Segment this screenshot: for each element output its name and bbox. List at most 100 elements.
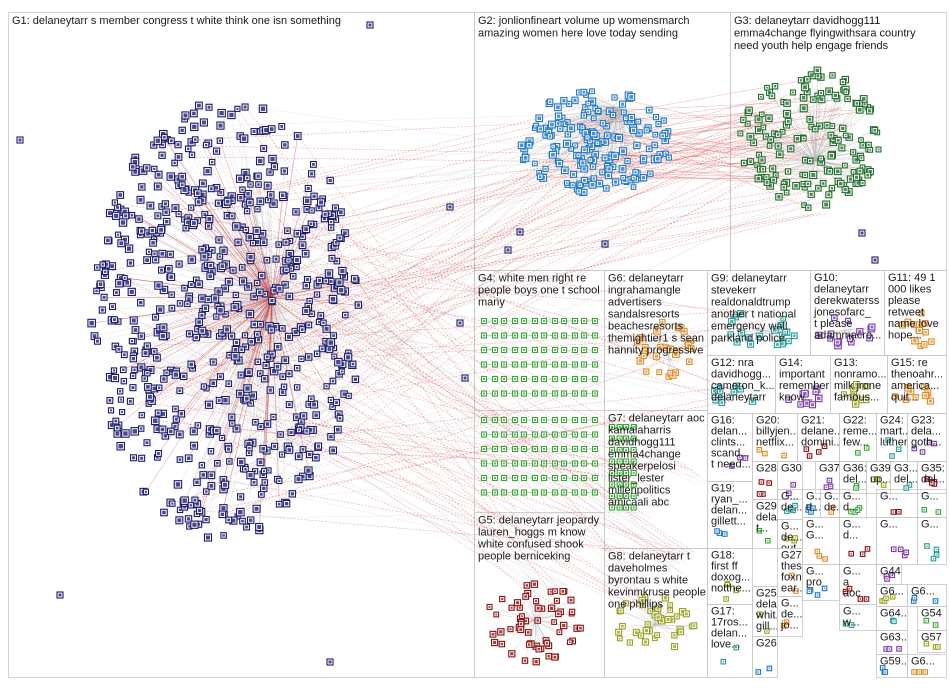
node-fill — [180, 183, 184, 187]
node-fill — [280, 390, 285, 394]
node-fill — [494, 491, 496, 494]
group-label-line: daveholmes — [608, 563, 668, 575]
edge — [271, 287, 336, 299]
node-fill — [519, 622, 523, 626]
group-label-g23: G23:dela...goth... — [911, 415, 942, 449]
node-fill — [792, 484, 794, 486]
node-fill — [265, 422, 270, 426]
edge-inter — [650, 173, 767, 178]
node-fill — [503, 320, 505, 322]
node-fill — [887, 439, 889, 441]
node-fill — [333, 355, 336, 358]
node-fill — [872, 478, 875, 481]
group-label-line: G37 — [819, 463, 840, 475]
node-fill — [921, 451, 924, 453]
edge-inter — [231, 114, 652, 506]
node-fill — [632, 437, 635, 440]
node-fill — [573, 98, 577, 102]
node-fill — [139, 229, 144, 233]
node-fill — [848, 337, 852, 340]
edge-inter — [112, 306, 670, 610]
node-fill — [132, 159, 138, 165]
node-fill — [112, 369, 116, 372]
node-fill — [831, 125, 834, 128]
node-fill — [543, 433, 545, 436]
node-fill — [649, 610, 651, 612]
group-label-line: G6: delaneytarr — [608, 273, 684, 285]
edge-inter — [198, 105, 671, 635]
edge-inter — [199, 321, 681, 565]
node-fill — [625, 120, 629, 123]
node-fill — [852, 387, 856, 391]
node-fill — [858, 330, 862, 334]
edge — [591, 91, 619, 109]
node-fill — [523, 659, 527, 662]
node-fill — [189, 362, 194, 367]
node-fill — [722, 660, 725, 663]
node-fill — [119, 398, 122, 401]
edge-inter — [305, 253, 648, 407]
node-fill — [209, 187, 213, 191]
node-fill — [138, 233, 142, 237]
node-fill — [587, 102, 589, 105]
edge-inter — [171, 136, 607, 278]
node-fill — [162, 510, 166, 515]
node-fill — [786, 119, 790, 123]
node-fill — [503, 477, 505, 479]
node-fill — [829, 337, 832, 340]
node-fill — [740, 331, 743, 335]
node-fill — [935, 554, 938, 556]
node-fill — [200, 198, 205, 203]
edge-inter — [348, 319, 770, 397]
node-fill — [746, 336, 749, 339]
node-fill — [920, 312, 923, 315]
node-fill — [310, 312, 313, 315]
edge-inter — [216, 168, 565, 188]
node-fill — [893, 395, 896, 397]
node-fill — [483, 419, 485, 421]
node-fill — [176, 155, 181, 159]
node-fill — [503, 462, 505, 465]
node-fill — [258, 372, 262, 375]
node-fill — [310, 209, 313, 212]
node-fill — [812, 98, 815, 101]
edge-inter — [149, 140, 608, 397]
node-fill — [726, 584, 728, 586]
edge-inter — [667, 121, 789, 137]
group-label-line: delan... — [711, 628, 747, 640]
node-fill — [802, 137, 805, 140]
node-fill — [200, 313, 204, 317]
node-fill — [543, 334, 545, 337]
node-fill — [583, 448, 585, 450]
node-fill — [570, 148, 572, 150]
node-fill — [792, 91, 795, 94]
node-fill — [908, 484, 911, 486]
group-label-line: beachesresorts — [608, 321, 684, 333]
edge — [814, 159, 829, 195]
node-fill — [156, 283, 161, 288]
node-fill — [205, 169, 210, 174]
node-fill — [252, 294, 256, 299]
node-fill — [613, 154, 617, 159]
node-fill — [814, 127, 817, 131]
node-fill — [594, 448, 596, 450]
node-fill — [246, 284, 251, 289]
node-fill — [252, 322, 257, 327]
node-fill — [194, 278, 198, 282]
node-fill — [846, 97, 849, 101]
node-fill — [189, 504, 192, 507]
node-fill — [735, 340, 739, 344]
node-fill — [642, 355, 645, 358]
node-fill — [275, 364, 280, 369]
node-fill — [629, 119, 633, 123]
node-fill — [534, 363, 536, 366]
node-fill — [494, 433, 496, 436]
node-fill — [668, 347, 673, 351]
node-fill — [192, 443, 196, 448]
edge — [814, 98, 848, 161]
node-fill — [494, 392, 496, 395]
node-fill — [830, 186, 834, 190]
node-fill — [155, 231, 158, 235]
group-label-line: delan... — [711, 426, 747, 438]
